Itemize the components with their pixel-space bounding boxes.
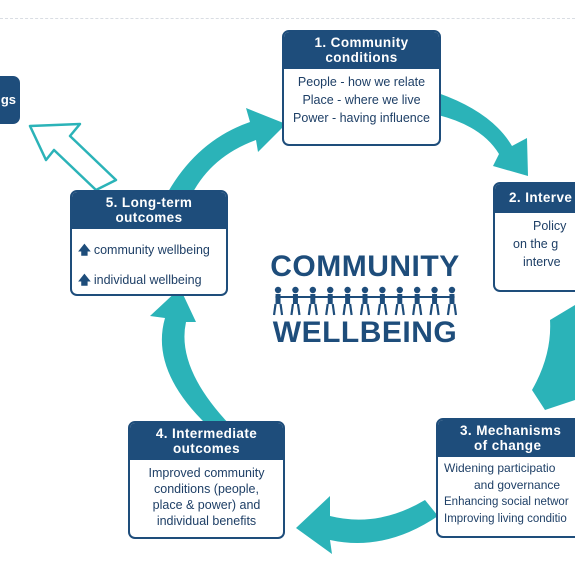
person-figure [325, 286, 336, 316]
title-line: 5. Long-term [105, 195, 193, 210]
people-holding-hands-icon [272, 286, 458, 316]
arrow-2-to-3 [532, 300, 575, 410]
box-community-conditions-body: People - how we relate Place - where we … [284, 69, 439, 131]
person-figure [377, 286, 388, 316]
title-line: 1. Community [314, 35, 409, 50]
box-mechanisms-title: 3. Mechanisms of change [438, 420, 575, 457]
body-line: and governance [474, 478, 561, 492]
center-title-line1: COMMUNITY [270, 250, 460, 283]
body-line: Power - having influence [293, 111, 430, 125]
person-figure [446, 286, 458, 316]
body-line: Improving living conditio [444, 513, 567, 525]
title-line: 3. Mechanisms [460, 423, 562, 438]
person-figure [359, 286, 371, 316]
box-long-term-body: 🡅community wellbeing 🡅individual wellbei… [72, 229, 226, 294]
box-mechanisms-body: Widening participatio and governance Enh… [438, 457, 575, 528]
title-line: outcomes [115, 210, 183, 225]
arrow-4-to-5 [150, 288, 230, 425]
top-divider [0, 18, 575, 19]
center-title: COMMUNITY WELLBEING [255, 250, 475, 350]
person-figure [307, 286, 318, 316]
title-line: 4. Intermediate [155, 426, 258, 441]
title-line: outcomes [173, 441, 240, 456]
up-arrow-icon: 🡅 [78, 273, 91, 287]
box-intermediate-body: Improved community conditions (people, p… [130, 460, 283, 533]
box-community-conditions-title: 1. Community conditions [284, 32, 439, 69]
arrow-1-to-2 [438, 93, 528, 176]
box-mechanisms-of-change: 3. Mechanisms of change Widening partici… [436, 418, 575, 538]
title-line: conditions [325, 50, 398, 65]
body-line: Widening participatio [444, 461, 556, 475]
arrow-3-to-4 [296, 496, 438, 554]
box-intervention: 2. Interve Policy on the g interve [493, 182, 575, 292]
center-title-line2: WELLBEING [272, 316, 458, 349]
body-line: Improved community [148, 466, 265, 480]
box-intermediate-title: 4. Intermediate outcomes [130, 423, 283, 460]
body-line: individual wellbeing [93, 273, 202, 287]
edge-box-label: gs [0, 92, 16, 107]
body-line: on the g [513, 237, 559, 251]
person-figure [342, 286, 353, 316]
title-line: 2. Interve [509, 190, 573, 205]
box-intermediate-outcomes: 4. Intermediate outcomes Improved commun… [128, 421, 285, 539]
outline-arrow [28, 122, 118, 192]
body-line: place & power) and [152, 498, 261, 512]
body-line: Policy [533, 219, 567, 233]
box-intervention-title: 2. Interve [495, 184, 575, 213]
box-long-term-outcomes: 5. Long-term outcomes 🡅community wellbei… [70, 190, 228, 296]
body-line: Place - where we live [302, 93, 421, 107]
box-community-conditions: 1. Community conditions People - how we … [282, 30, 441, 146]
body-line: People - how we relate [297, 75, 426, 89]
person-figure [272, 286, 284, 316]
title-line: of change [474, 438, 542, 453]
person-figure [429, 286, 440, 316]
body-line: Enhancing social networ [444, 496, 569, 508]
box-intervention-body: Policy on the g interve [495, 213, 575, 275]
person-figure [412, 286, 423, 316]
up-arrow-icon: 🡅 [78, 243, 91, 257]
body-line: conditions (people, [154, 482, 259, 496]
body-line: interve [523, 255, 561, 269]
arrow-5-to-1 [168, 108, 286, 194]
body-line: community wellbeing [93, 243, 210, 257]
body-line: individual benefits [156, 514, 257, 528]
person-figure [394, 286, 405, 316]
edge-box: gs [0, 76, 20, 124]
box-long-term-title: 5. Long-term outcomes [72, 192, 226, 229]
person-figure [290, 286, 301, 316]
